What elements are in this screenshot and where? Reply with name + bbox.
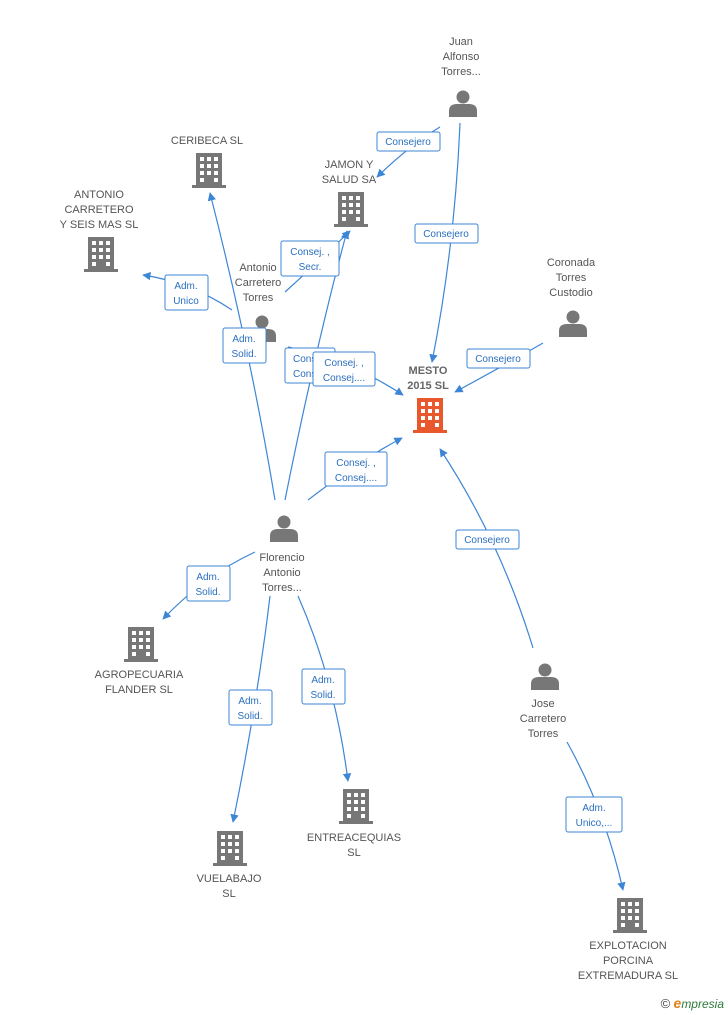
svg-text:Adm.Unico,...: Adm.Unico,... xyxy=(576,803,613,829)
relation-labels: Consejero Consejero Consejero Consej. ,S… xyxy=(164,131,623,833)
node-ceribeca[interactable]: CERIBECA SL xyxy=(171,135,243,188)
relation-label[interactable]: Consej. ,Consej.... xyxy=(324,451,388,487)
relation-label[interactable]: Adm.Unico xyxy=(164,274,209,311)
relation-label[interactable]: Adm.Solid. xyxy=(301,668,346,705)
node-ceribeca-label: CERIBECA SL xyxy=(171,135,243,147)
svg-text:Consej. ,Consej....: Consej. ,Consej.... xyxy=(323,358,365,384)
person-icon xyxy=(559,310,587,337)
relation-label[interactable]: Adm.Solid. xyxy=(186,565,231,602)
svg-text:Consej. ,Consej....: Consej. ,Consej.... xyxy=(335,458,377,484)
person-icon xyxy=(449,90,477,117)
relation-label[interactable]: Adm.Solid. xyxy=(222,327,267,364)
brand-logo-initial: e xyxy=(673,995,682,1011)
svg-text:Consej. ,Secr.: Consej. ,Secr. xyxy=(290,247,329,273)
brand-logo-text: mpresia xyxy=(681,997,724,1011)
building-icon xyxy=(334,192,368,227)
svg-text:Adm.Solid.: Adm.Solid. xyxy=(231,334,256,360)
building-icon xyxy=(339,789,373,824)
relation-label[interactable]: Consejero xyxy=(455,529,520,550)
svg-text:Consejero: Consejero xyxy=(423,229,469,240)
person-icon xyxy=(270,515,298,542)
building-icon xyxy=(84,237,118,272)
svg-text:Adm.Solid.: Adm.Solid. xyxy=(195,572,220,598)
footer-brand: © empresia xyxy=(661,995,724,1011)
svg-text:Adm.Solid.: Adm.Solid. xyxy=(310,675,335,701)
svg-text:Adm.Solid.: Adm.Solid. xyxy=(237,696,262,722)
svg-text:Consejero: Consejero xyxy=(385,137,431,148)
svg-text:Consejero: Consejero xyxy=(475,354,521,365)
building-icon xyxy=(124,627,158,662)
relation-label[interactable]: Consejero xyxy=(466,348,531,369)
relation-label[interactable]: Consejero xyxy=(376,131,441,152)
building-icon xyxy=(192,153,226,188)
svg-text:Consejero: Consejero xyxy=(464,535,510,546)
edge-juan-mesto xyxy=(429,122,461,363)
svg-text:Adm.Unico: Adm.Unico xyxy=(173,281,199,307)
relation-label[interactable]: Consej. ,Secr. xyxy=(280,240,340,277)
relation-label[interactable]: Adm.Unico,... xyxy=(565,796,623,833)
relation-label[interactable]: Consejero xyxy=(414,223,479,244)
relation-label[interactable]: Adm.Solid. xyxy=(228,689,273,726)
relation-label[interactable]: Consej. ,Consej.... xyxy=(312,351,376,387)
copyright-symbol: © xyxy=(660,996,671,1011)
building-icon xyxy=(613,898,647,933)
building-icon xyxy=(413,398,447,433)
edges xyxy=(142,122,626,891)
person-icon xyxy=(531,663,559,690)
building-icon xyxy=(213,831,247,866)
